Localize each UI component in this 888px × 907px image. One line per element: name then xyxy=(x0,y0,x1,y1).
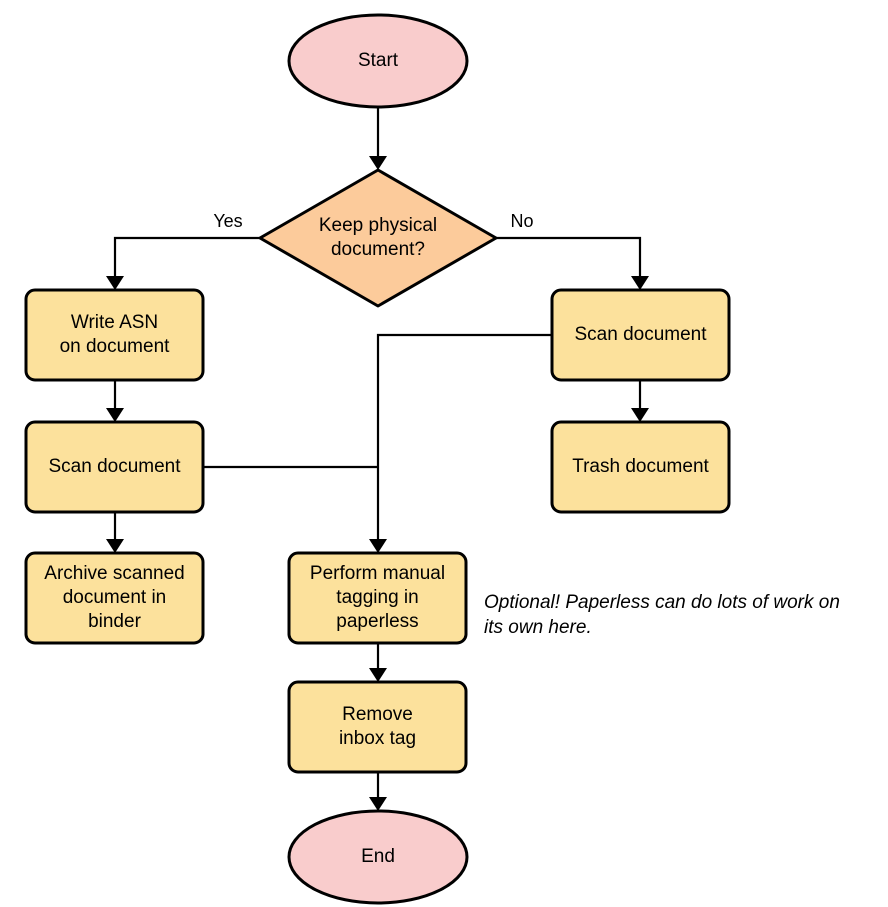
edge-arrowhead xyxy=(369,797,387,811)
process-shape[interactable] xyxy=(24,288,205,382)
edge-arrowhead xyxy=(369,668,387,682)
process-shape[interactable] xyxy=(287,680,468,774)
node-label-end: End xyxy=(361,846,395,867)
node-label-trash-document: Trash document xyxy=(572,456,709,477)
edge-line xyxy=(496,236,642,283)
edge-decision-yes-to-write-asn: Yes xyxy=(106,211,260,290)
edge-scan-left-to-archive xyxy=(106,512,124,553)
node-scan-document-right[interactable]: Scan document xyxy=(550,288,731,382)
edge-arrowhead xyxy=(106,408,124,422)
node-label-scan-document-right: Scan document xyxy=(574,324,707,345)
edge-arrowhead xyxy=(106,539,124,553)
edge-manual-tagging-to-remove-inbox xyxy=(369,643,387,682)
node-trash-document[interactable]: Trash document xyxy=(550,420,731,514)
process-shape[interactable] xyxy=(550,420,731,514)
terminator-shape[interactable] xyxy=(287,13,469,109)
edge-label-decision-yes-to-write-asn: Yes xyxy=(213,211,242,231)
edges-layer: Yes No xyxy=(106,107,649,811)
node-label-start: Start xyxy=(358,50,399,71)
edge-start-to-decision xyxy=(369,107,387,170)
edge-arrowhead xyxy=(631,408,649,422)
node-start[interactable]: Start xyxy=(287,13,469,109)
node-scan-document-left[interactable]: Scan document xyxy=(24,420,205,514)
process-shape[interactable] xyxy=(550,288,731,382)
node-label-scan-document-left: Scan document xyxy=(48,456,181,477)
edge-line xyxy=(376,333,552,546)
edge-arrowhead xyxy=(369,156,387,170)
annotations-layer: Optional! Paperless can do lots of work … xyxy=(484,592,840,638)
edge-scan-right-to-manual-tagging xyxy=(369,333,552,553)
edge-decision-no-to-scan-right: No xyxy=(496,211,649,290)
edge-remove-inbox-to-end xyxy=(369,772,387,811)
process-shape[interactable] xyxy=(287,551,468,645)
edge-label-decision-no-to-scan-right: No xyxy=(510,211,533,231)
process-shape[interactable] xyxy=(24,420,205,514)
annotation-optional-note: Optional! Paperless can do lots of work … xyxy=(484,592,840,638)
edge-write-asn-to-scan-left xyxy=(106,380,124,422)
edge-arrowhead xyxy=(369,539,387,553)
process-shape[interactable] xyxy=(24,551,205,645)
edge-arrowhead xyxy=(631,276,649,290)
edge-line xyxy=(113,236,260,283)
terminator-shape[interactable] xyxy=(287,809,469,905)
decision-shape[interactable] xyxy=(258,168,498,308)
node-end[interactable]: End xyxy=(287,809,469,905)
edge-scan-right-to-trash xyxy=(631,380,649,422)
edge-arrowhead xyxy=(106,276,124,290)
